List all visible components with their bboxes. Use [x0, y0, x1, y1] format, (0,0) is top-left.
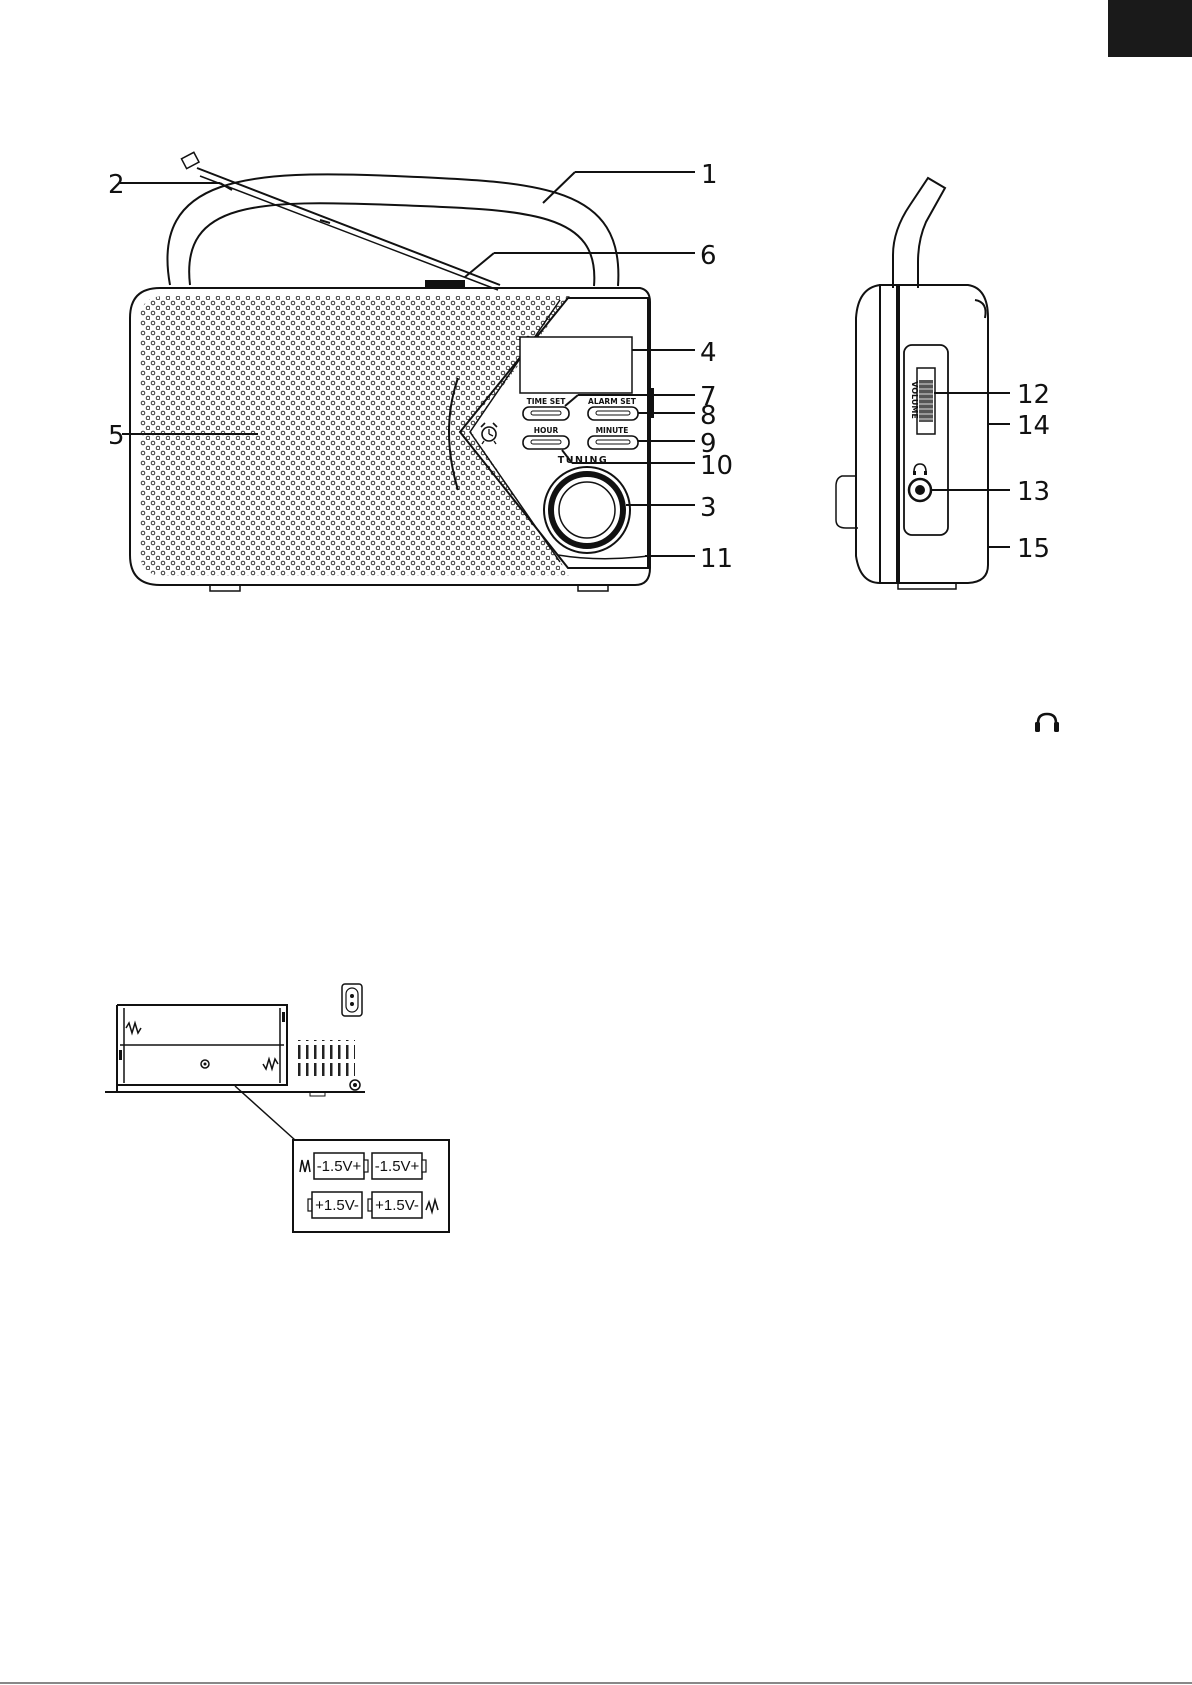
callout-8: 8	[700, 401, 717, 431]
handle	[167, 174, 618, 286]
battery-cell-bottom-2: +1.5V-	[368, 1192, 422, 1218]
callout-14: 14	[1017, 411, 1050, 441]
speaker-grille	[140, 296, 570, 576]
callout-2: 2	[108, 170, 125, 200]
volume-label: VOLUME	[910, 381, 919, 419]
headphone-icon	[1035, 714, 1059, 732]
time-set-button[interactable]: TIME SET	[523, 397, 569, 420]
minute-label: MINUTE	[596, 426, 629, 435]
callout-1: 1	[701, 160, 718, 190]
antenna	[181, 152, 500, 290]
battery-polarity-diagram: -1.5V+ -1.5V+ +1.5V- +1.5V-	[293, 1140, 449, 1232]
cell-label-bottom-1: +1.5V-	[315, 1197, 359, 1214]
callout-12: 12	[1017, 380, 1050, 410]
alarm-clock-icon	[481, 423, 497, 444]
callout-15: 15	[1017, 534, 1050, 564]
callout-13: 13	[1017, 477, 1050, 507]
side-view: VOLUME 12 14 13	[836, 178, 1050, 589]
callout-10: 10	[700, 451, 733, 481]
battery-cell-bottom-1: +1.5V-	[308, 1192, 362, 1218]
ac-socket-icon	[342, 984, 362, 1016]
tuning-label: TUNING	[558, 455, 608, 466]
side-callouts: 12 14 13 15	[1017, 380, 1050, 564]
battery-cell-top-2: -1.5V+	[372, 1153, 426, 1179]
headphone-jack[interactable]	[909, 479, 931, 501]
callout-3: 3	[700, 493, 717, 523]
cell-label-top-1: -1.5V+	[317, 1158, 362, 1175]
callout-4: 4	[700, 338, 717, 368]
time-set-label: TIME SET	[527, 397, 567, 406]
tuning-knob[interactable]	[544, 467, 630, 553]
callout-5: 5	[108, 421, 125, 451]
alarm-set-button[interactable]: ALARM SET	[588, 397, 638, 420]
top-switch	[425, 280, 465, 287]
callout-6: 6	[700, 241, 717, 271]
battery-cell-top-1: -1.5V+	[314, 1153, 368, 1179]
hour-label: HOUR	[534, 426, 559, 435]
hour-button[interactable]: HOUR	[523, 426, 569, 449]
light-strip	[558, 555, 648, 559]
alarm-set-label: ALARM SET	[588, 397, 637, 406]
cell-label-bottom-2: +1.5V-	[375, 1197, 419, 1214]
cell-label-top-2: -1.5V+	[375, 1158, 420, 1175]
battery-compartment-view	[105, 984, 365, 1140]
front-view: TIME SET ALARM SET HOUR MINUTE TUNING	[108, 152, 733, 591]
callout-11: 11	[700, 544, 733, 574]
lcd-display	[520, 337, 632, 393]
minute-button[interactable]: MINUTE	[588, 426, 638, 449]
